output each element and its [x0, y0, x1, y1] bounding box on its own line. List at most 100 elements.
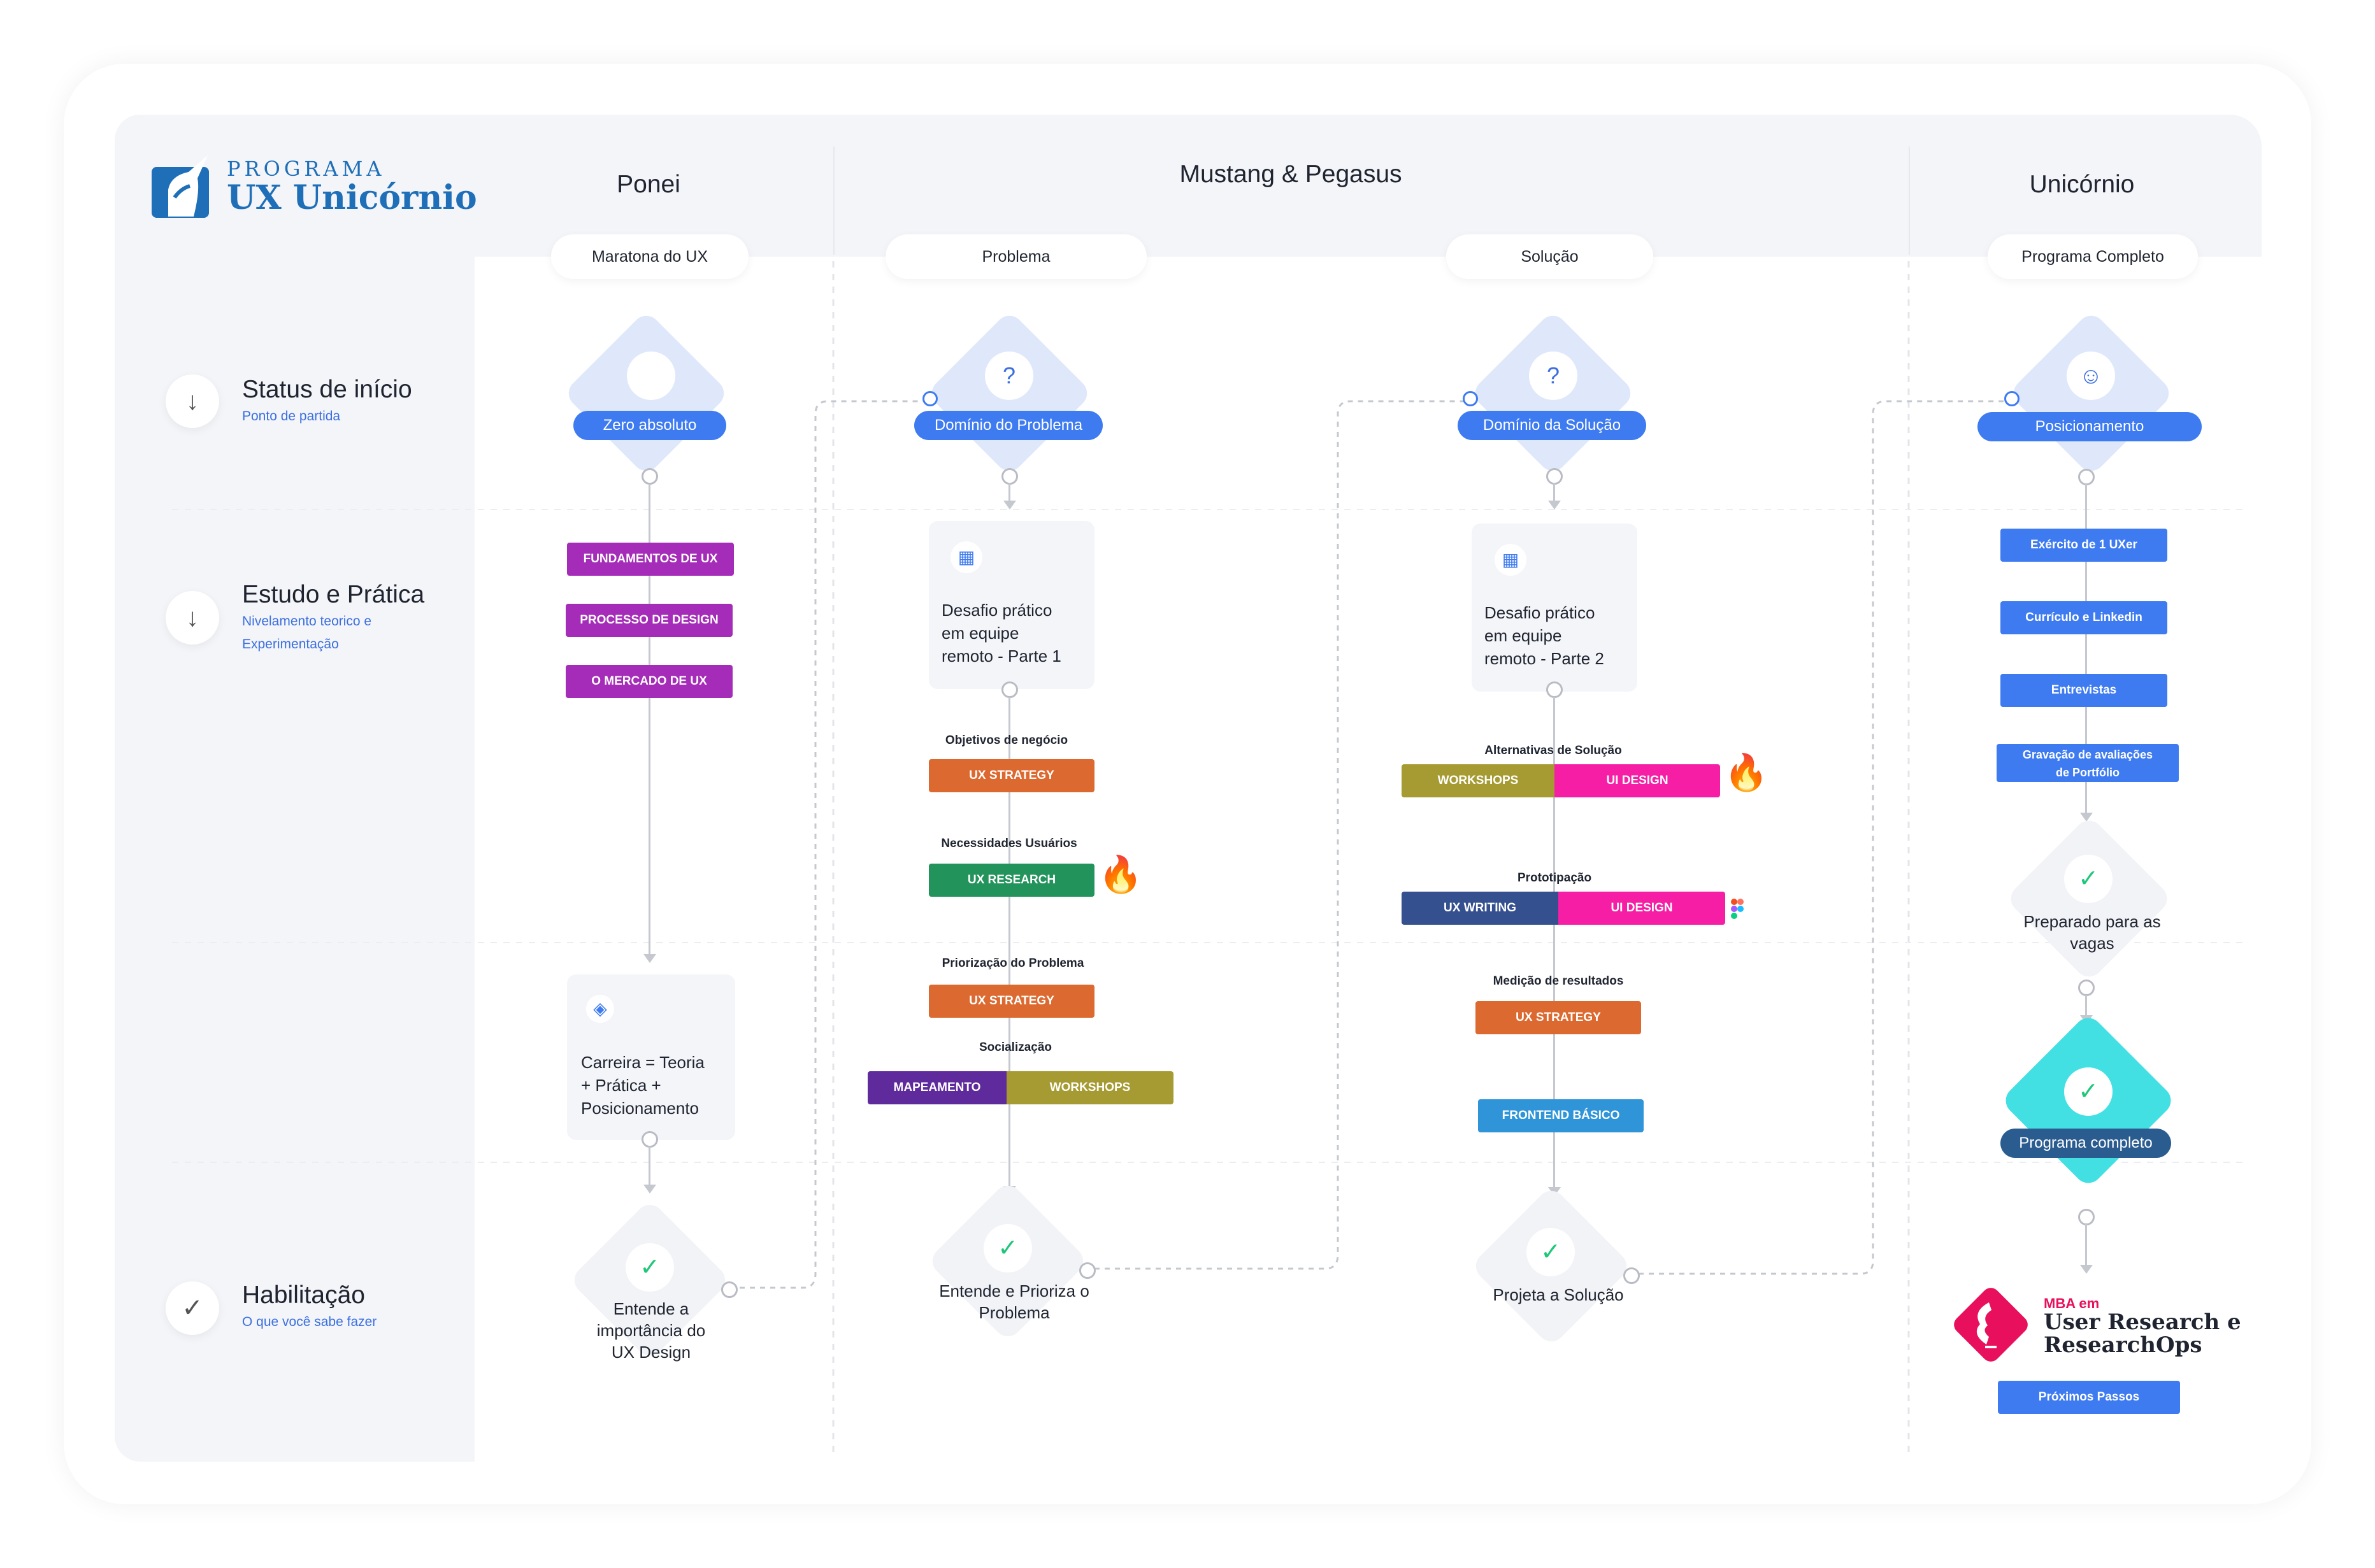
- arrow-head: [2080, 1265, 2093, 1274]
- flow-line: [649, 484, 650, 955]
- label-necessidades: Necessidades Usuários: [941, 837, 1077, 850]
- header-divider: [1909, 146, 1910, 255]
- connector-ring: [2078, 980, 2095, 996]
- pill-maratona[interactable]: Maratona do UX: [551, 234, 749, 279]
- tag-fundamentos: FUNDAMENTOS DE UX: [567, 543, 734, 576]
- connector-ring: [1463, 391, 1478, 406]
- tag-gravacao-2: de Portfólio: [2056, 766, 2120, 779]
- start-pill[interactable]: Domínio do Problema: [914, 411, 1103, 440]
- label-objetivos: Objetivos de negócio: [945, 734, 1068, 747]
- empty-circle-icon: [627, 352, 675, 400]
- unicorn-logo-icon: [152, 155, 209, 218]
- tag-workshops: WORKSHOPS: [1402, 764, 1554, 797]
- main-area: [475, 257, 2306, 1464]
- mba-logo-icon: [1954, 1288, 2028, 1362]
- complete-pill[interactable]: Programa completo: [2000, 1129, 2171, 1158]
- connector-ring: [1623, 1267, 1640, 1284]
- arrow-down-icon: ↓: [166, 374, 219, 428]
- flow-line: [649, 1146, 650, 1185]
- next-steps-button[interactable]: Próximos Passos: [1998, 1381, 2180, 1414]
- tag-ux-strategy: UX STRATEGY: [1475, 1001, 1641, 1034]
- side-panel: [115, 115, 475, 1462]
- challenge-text-3: remoto - Parte 2: [1484, 649, 1604, 668]
- challenge-text-2: em equipe: [942, 624, 1019, 643]
- end-text: Projeta a Solução: [1493, 1285, 1624, 1304]
- label-prototipacao: Prototipação: [1517, 871, 1592, 885]
- flow-line: [2085, 1224, 2087, 1266]
- stage-title-unicornio: Unicórnio: [2029, 171, 2135, 198]
- tag-curriculo: Currículo e Linkedin: [2000, 601, 2167, 634]
- arrow-head: [643, 954, 656, 963]
- header-divider: [833, 146, 835, 255]
- tag-gravacao: Gravação de avaliações de Portfólio: [1997, 744, 2179, 782]
- calendar-icon: ▦: [1495, 544, 1526, 576]
- tag-entrevistas: Entrevistas: [2000, 674, 2167, 707]
- end-text-2: importância do: [596, 1321, 706, 1340]
- arrow-head: [2080, 813, 2093, 822]
- connector-ring: [1546, 681, 1563, 698]
- end-text-1: Entende a: [613, 1299, 689, 1318]
- row-title-estudo: Estudo e Prática: [242, 581, 425, 608]
- check-icon: ✓: [984, 1224, 1032, 1272]
- logo-line1: PROGRAMA: [227, 157, 385, 181]
- mba-title-2: ResearchOps: [2044, 1332, 2202, 1358]
- figma-icon: [1731, 899, 1744, 919]
- stage-title-ponei: Ponei: [617, 171, 680, 198]
- check-icon: ✓: [2064, 1067, 2113, 1116]
- end-text-2: Problema: [979, 1303, 1050, 1322]
- label-alternativas: Alternativas de Solução: [1484, 744, 1622, 757]
- check-icon: ✓: [1526, 1228, 1575, 1276]
- connector-ring: [642, 1131, 658, 1148]
- tag-gravacao-1: Gravação de avaliações: [2022, 748, 2153, 761]
- pill-problema[interactable]: Problema: [886, 234, 1147, 279]
- check-icon: ✓: [2064, 855, 2113, 903]
- arrow-head: [643, 1185, 656, 1194]
- mba-title-1: User Research e: [2044, 1309, 2241, 1335]
- tag-processo: PROCESSO DE DESIGN: [566, 604, 733, 637]
- label-priorizacao: Priorização do Problema: [942, 957, 1084, 970]
- tag-mercado: O MERCADO DE UX: [566, 665, 733, 698]
- pill-completo[interactable]: Programa Completo: [1988, 234, 2198, 279]
- check-icon: ✓: [166, 1281, 219, 1335]
- connector-ring: [1001, 681, 1018, 698]
- ready-text-1: Preparado para as: [2023, 912, 2161, 931]
- flow-line: [2085, 995, 2087, 1016]
- question-circle-icon: ?: [1529, 352, 1577, 400]
- row-title-status: Status de início: [242, 376, 412, 403]
- career-text-2: + Prática +: [581, 1076, 661, 1095]
- row-title-habilitacao: Habilitação: [242, 1281, 365, 1309]
- tag-frontend: FRONTEND BÁSICO: [1478, 1099, 1644, 1132]
- ready-text-2: vagas: [2070, 934, 2114, 953]
- start-pill[interactable]: Posicionamento: [1977, 412, 2202, 441]
- start-pill[interactable]: Zero absoluto: [573, 411, 726, 440]
- tag-exercito: Exército de 1 UXer: [2000, 529, 2167, 562]
- check-icon: ✓: [626, 1243, 674, 1292]
- logo-line2: UX Unicórnio: [227, 178, 477, 217]
- calendar-icon: ▦: [951, 541, 982, 573]
- tag-ux-writing: UX WRITING: [1402, 892, 1558, 925]
- flow-line: [1008, 483, 1010, 502]
- challenge-text-1: Desafio prático: [942, 601, 1052, 620]
- end-text-3: UX Design: [611, 1343, 691, 1362]
- connector-ring: [1079, 1262, 1096, 1279]
- flow-line: [1008, 697, 1010, 1187]
- mba-small: MBA em: [2044, 1295, 2100, 1311]
- tag-ux-strategy: UX STRATEGY: [929, 759, 1094, 792]
- fire-icon: 🔥: [1724, 752, 1769, 792]
- career-text-1: Carreira = Teoria: [581, 1053, 705, 1072]
- tag-ux-strategy: UX STRATEGY: [929, 985, 1094, 1018]
- row-sub-estudo: Nivelamento teorico e: [242, 614, 372, 629]
- start-pill[interactable]: Domínio da Solução: [1458, 411, 1646, 440]
- end-text-1: Entende e Prioriza o: [939, 1281, 1089, 1301]
- flow-line: [2085, 484, 2087, 815]
- flow-line: [1553, 697, 1555, 1188]
- label-socializacao: Socialização: [979, 1041, 1052, 1054]
- arrow-down-icon: ↓: [166, 591, 219, 645]
- career-text-3: Posicionamento: [581, 1099, 699, 1118]
- user-icon: ☺: [2067, 352, 2115, 400]
- pill-solucao[interactable]: Solução: [1446, 234, 1653, 279]
- question-circle-icon: ?: [985, 352, 1033, 400]
- connector-ring: [922, 391, 938, 406]
- layers-icon: ◈: [586, 995, 614, 1023]
